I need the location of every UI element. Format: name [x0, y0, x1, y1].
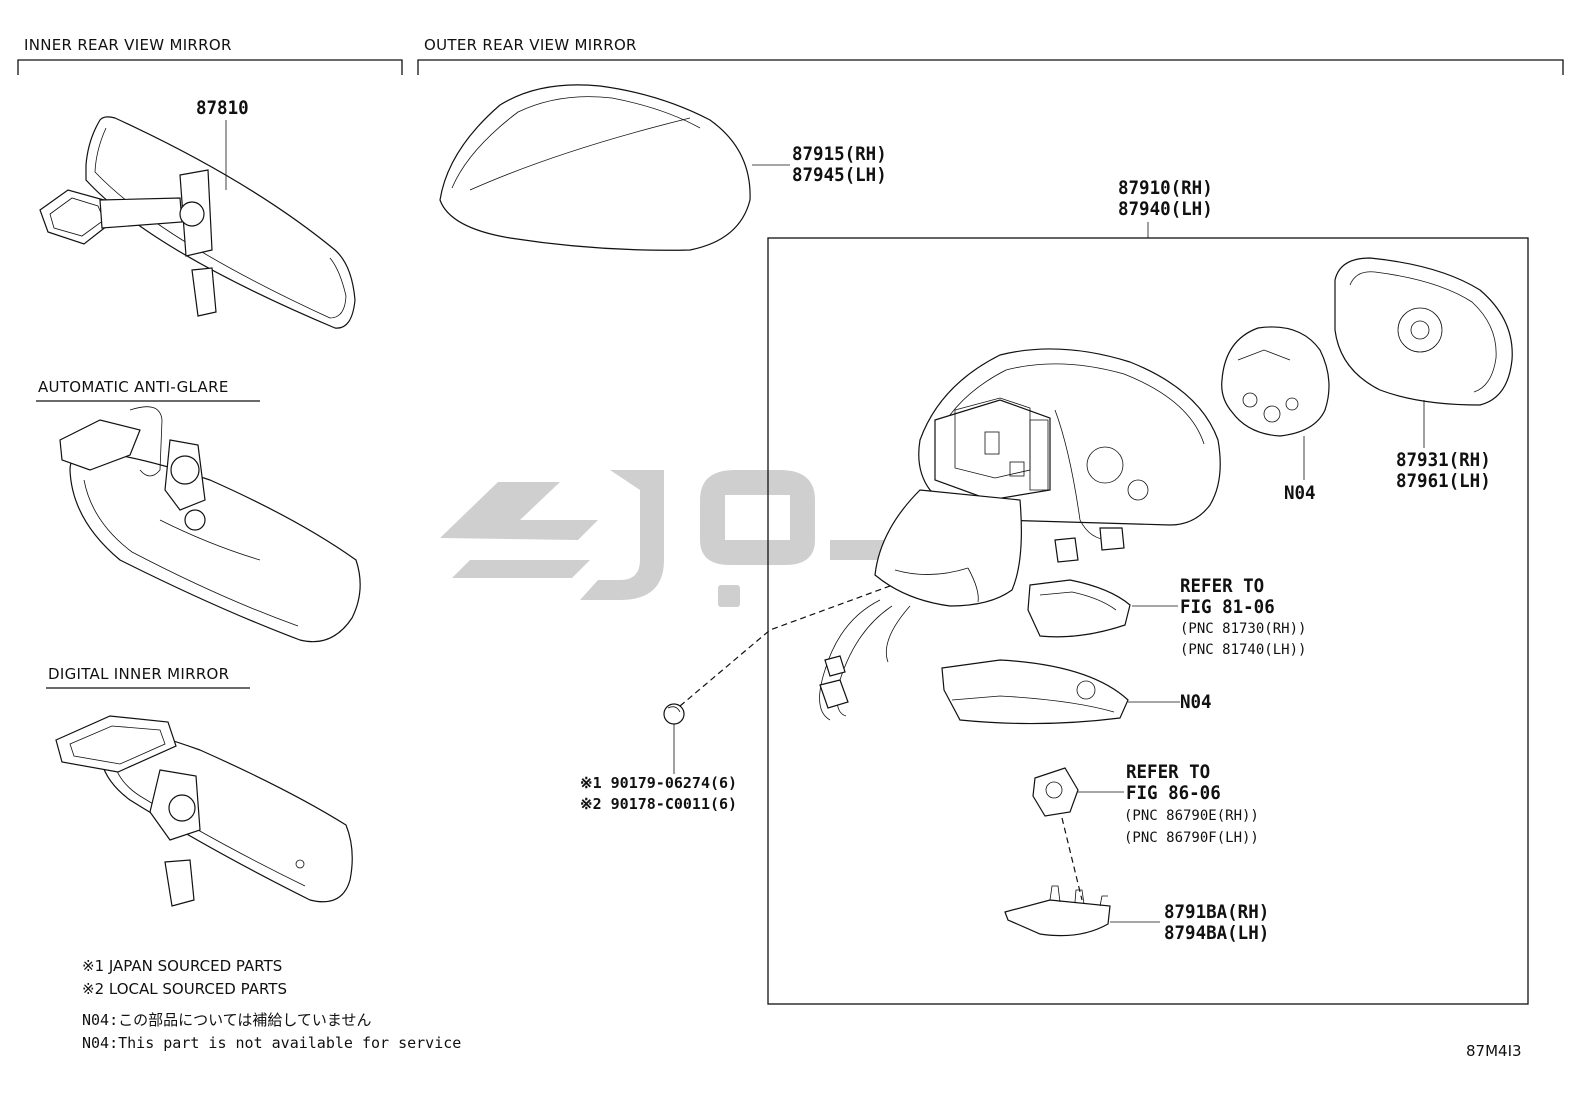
mirror-body-drawing: [819, 348, 1221, 721]
part-code-side-turn[interactable]: N04: [1180, 691, 1212, 713]
clip-drawing: [663, 585, 891, 774]
ref-lamp-line2[interactable]: FIG 81-06: [1180, 596, 1275, 618]
side-turn-drawing: [941, 659, 1180, 725]
part-number-outer-assy-lh[interactable]: 87940(LH): [1118, 198, 1213, 220]
part-number-glass-rh[interactable]: 87931(RH): [1396, 449, 1491, 471]
turn-lamp-drawing: [1027, 579, 1178, 638]
watermark-logo: [440, 470, 900, 607]
bracket-drawing: [1004, 885, 1160, 937]
ref-lamp-pnc-rh: (PNC 81730(RH)): [1180, 621, 1307, 637]
inner-mirror-drawing: [39, 116, 356, 329]
note-japan-sourced: ※1 JAPAN SOURCED PARTS: [82, 957, 283, 975]
ref-camera-line1: REFER TO: [1126, 761, 1211, 783]
part-number-cover-rh[interactable]: 87915(RH): [792, 143, 887, 165]
section-label-digital-inner: DIGITAL INNER MIRROR: [48, 665, 230, 683]
section-bracket-outer: [417, 59, 1564, 75]
section-label-inner: INNER REAR VIEW MIRROR: [24, 36, 232, 54]
outer-cover-drawing: [439, 84, 790, 251]
mirror-actuator-drawing: [1221, 326, 1330, 480]
part-number-glass-lh[interactable]: 87961(LH): [1396, 470, 1491, 492]
ref-camera-line2[interactable]: FIG 86-06: [1126, 782, 1221, 804]
part-number-bracket-rh[interactable]: 8791BA(RH): [1164, 901, 1270, 923]
figure-id: 87M4I3: [1466, 1042, 1522, 1060]
part-number-inner-mirror[interactable]: 87810: [196, 97, 249, 119]
part-code-actuator[interactable]: N04: [1284, 482, 1316, 504]
note-n04-japanese: N04:この部品については補給していません: [82, 1011, 372, 1029]
part-number-cover-lh[interactable]: 87945(LH): [792, 164, 887, 186]
part-number-bracket-lh[interactable]: 8794BA(LH): [1164, 922, 1270, 944]
digital-inner-mirror-drawing: [55, 715, 353, 907]
section-label-auto-anti-glare: AUTOMATIC ANTI-GLARE: [38, 378, 229, 396]
ref-lamp-line1: REFER TO: [1180, 575, 1265, 597]
note-local-sourced: ※2 LOCAL SOURCED PARTS: [82, 980, 287, 998]
mirror-glass-drawing: [1334, 257, 1513, 448]
ref-camera-pnc-lh: (PNC 86790F(LH)): [1124, 830, 1259, 846]
section-bracket-inner: [17, 59, 403, 75]
camera-drawing: [1032, 767, 1124, 901]
auto-anti-glare-drawing: [59, 406, 361, 643]
part-number-outer-assy-rh[interactable]: 87910(RH): [1118, 177, 1213, 199]
note-n04-english: N04:This part is not available for servi…: [82, 1034, 462, 1052]
section-label-outer: OUTER REAR VIEW MIRROR: [424, 36, 637, 54]
ref-lamp-pnc-lh: (PNC 81740(LH)): [1180, 642, 1307, 658]
part-number-clip-japan[interactable]: ※1 90179-06274(6): [580, 774, 738, 792]
ref-camera-pnc-rh: (PNC 86790E(RH)): [1124, 808, 1259, 824]
part-number-clip-local[interactable]: ※2 90178-C0011(6): [580, 795, 738, 813]
